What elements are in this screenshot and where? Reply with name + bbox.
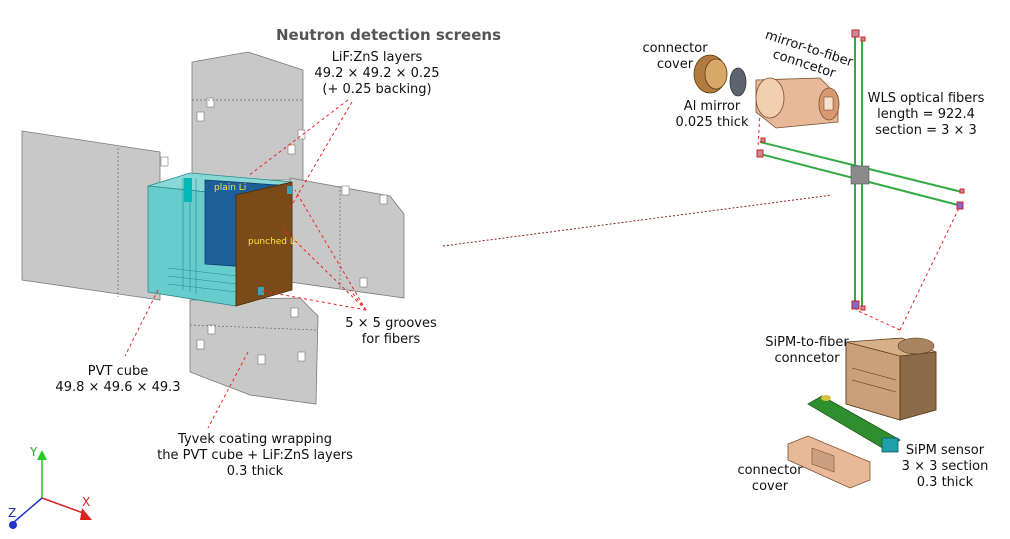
- wls-label: WLS optical fibers length = 922.4 sectio…: [868, 91, 985, 138]
- connector-cover-top-label: connector cover: [642, 41, 708, 72]
- punched-li-layer: punched Li: [235, 181, 297, 307]
- svg-text:length = 922.4: length = 922.4: [877, 107, 975, 122]
- svg-text:for fibers: for fibers: [362, 332, 421, 347]
- x-axis-label: X: [82, 495, 90, 509]
- al-mirror-label: Al mirror 0.025 thick: [676, 99, 749, 130]
- y-axis-label: Y: [29, 445, 38, 459]
- connection-line: [442, 194, 833, 247]
- tyvek-holes: [160, 97, 388, 365]
- svg-text:SiPM sensor: SiPM sensor: [906, 443, 985, 458]
- lifzns-label: LiF:ZnS layers 49.2 × 49.2 × 0.25 (+ 0.2…: [314, 50, 439, 97]
- fiber-stub: [184, 178, 192, 202]
- x-axis-arrow: [80, 508, 92, 520]
- svg-text:(+ 0.25 backing): (+ 0.25 backing): [322, 82, 431, 97]
- svg-text:0.3 thick: 0.3 thick: [227, 464, 284, 479]
- svg-text:Al mirror: Al mirror: [684, 99, 741, 114]
- svg-text:5 × 5 grooves: 5 × 5 grooves: [345, 316, 437, 331]
- z-axis-line: [13, 497, 43, 523]
- svg-text:cover: cover: [752, 479, 789, 494]
- svg-text:conncetor: conncetor: [774, 351, 840, 366]
- svg-text:PVT cube: PVT cube: [88, 364, 148, 379]
- tyvek-wrapping: [21, 51, 405, 405]
- axes-triad: Y X Z: [8, 445, 92, 529]
- svg-text:0.3 thick: 0.3 thick: [917, 475, 974, 490]
- svg-text:3 × 3 section: 3 × 3 section: [902, 459, 989, 474]
- svg-text:connector: connector: [642, 41, 708, 56]
- tyvek-fold-lines: [117, 99, 341, 331]
- fiber-crossing-block: [850, 165, 870, 185]
- connector-cover-bottom-label: connector cover: [737, 463, 803, 494]
- leader-lines: [124, 99, 961, 429]
- plain-li-label: plain Li: [214, 183, 246, 193]
- mirror-to-fiber-connector-part: [755, 77, 840, 129]
- connector-cover-bottom-part: [787, 435, 871, 489]
- fiber-end-markers: [756, 29, 965, 311]
- punched-li-label: punched Li: [248, 237, 297, 247]
- sipm-to-fiber-connector-part: [845, 337, 937, 421]
- pvt-label: PVT cube 49.8 × 49.6 × 49.3: [55, 364, 180, 395]
- sipm-sensor-label: SiPM sensor 3 × 3 section 0.3 thick: [902, 443, 989, 490]
- svg-text:cover: cover: [657, 57, 694, 72]
- connector-cover-top-part: [693, 54, 728, 94]
- tyvek-label: Tyvek coating wrapping the PVT cube + Li…: [157, 432, 353, 479]
- svg-text:0.025 thick: 0.025 thick: [676, 115, 749, 130]
- x-axis-line: [41, 497, 87, 515]
- svg-text:LiF:ZnS layers: LiF:ZnS layers: [332, 50, 423, 65]
- z-axis-label: Z: [8, 506, 16, 520]
- sipm-pcb-board: [807, 395, 901, 451]
- svg-text:section = 3 × 3: section = 3 × 3: [875, 123, 977, 138]
- sipm-sensor-chip: [881, 437, 899, 453]
- svg-text:WLS optical fibers: WLS optical fibers: [868, 91, 985, 106]
- svg-text:49.8 × 49.6 × 49.3: 49.8 × 49.6 × 49.3: [55, 380, 180, 395]
- svg-text:49.2 × 49.2 × 0.25: 49.2 × 49.2 × 0.25: [314, 66, 439, 81]
- al-mirror-disc: [729, 67, 747, 97]
- y-axis-arrow: [37, 450, 47, 460]
- sipm-fiber-label: SiPM-to-fiber conncetor: [765, 335, 849, 366]
- svg-text:Tyvek coating wrapping: Tyvek coating wrapping: [177, 432, 332, 447]
- svg-text:connector: connector: [737, 463, 803, 478]
- svg-text:SiPM-to-fiber: SiPM-to-fiber: [765, 335, 849, 350]
- svg-text:the PVT cube + LiF:ZnS layers: the PVT cube + LiF:ZnS layers: [157, 448, 353, 463]
- mirror-to-fiber-label: mirror-to-fiber conncetor: [763, 28, 855, 82]
- diagram-title: Neutron detection screens: [276, 26, 501, 44]
- grooves-label: 5 × 5 grooves for fibers: [345, 316, 437, 347]
- z-axis-tip: [9, 521, 17, 529]
